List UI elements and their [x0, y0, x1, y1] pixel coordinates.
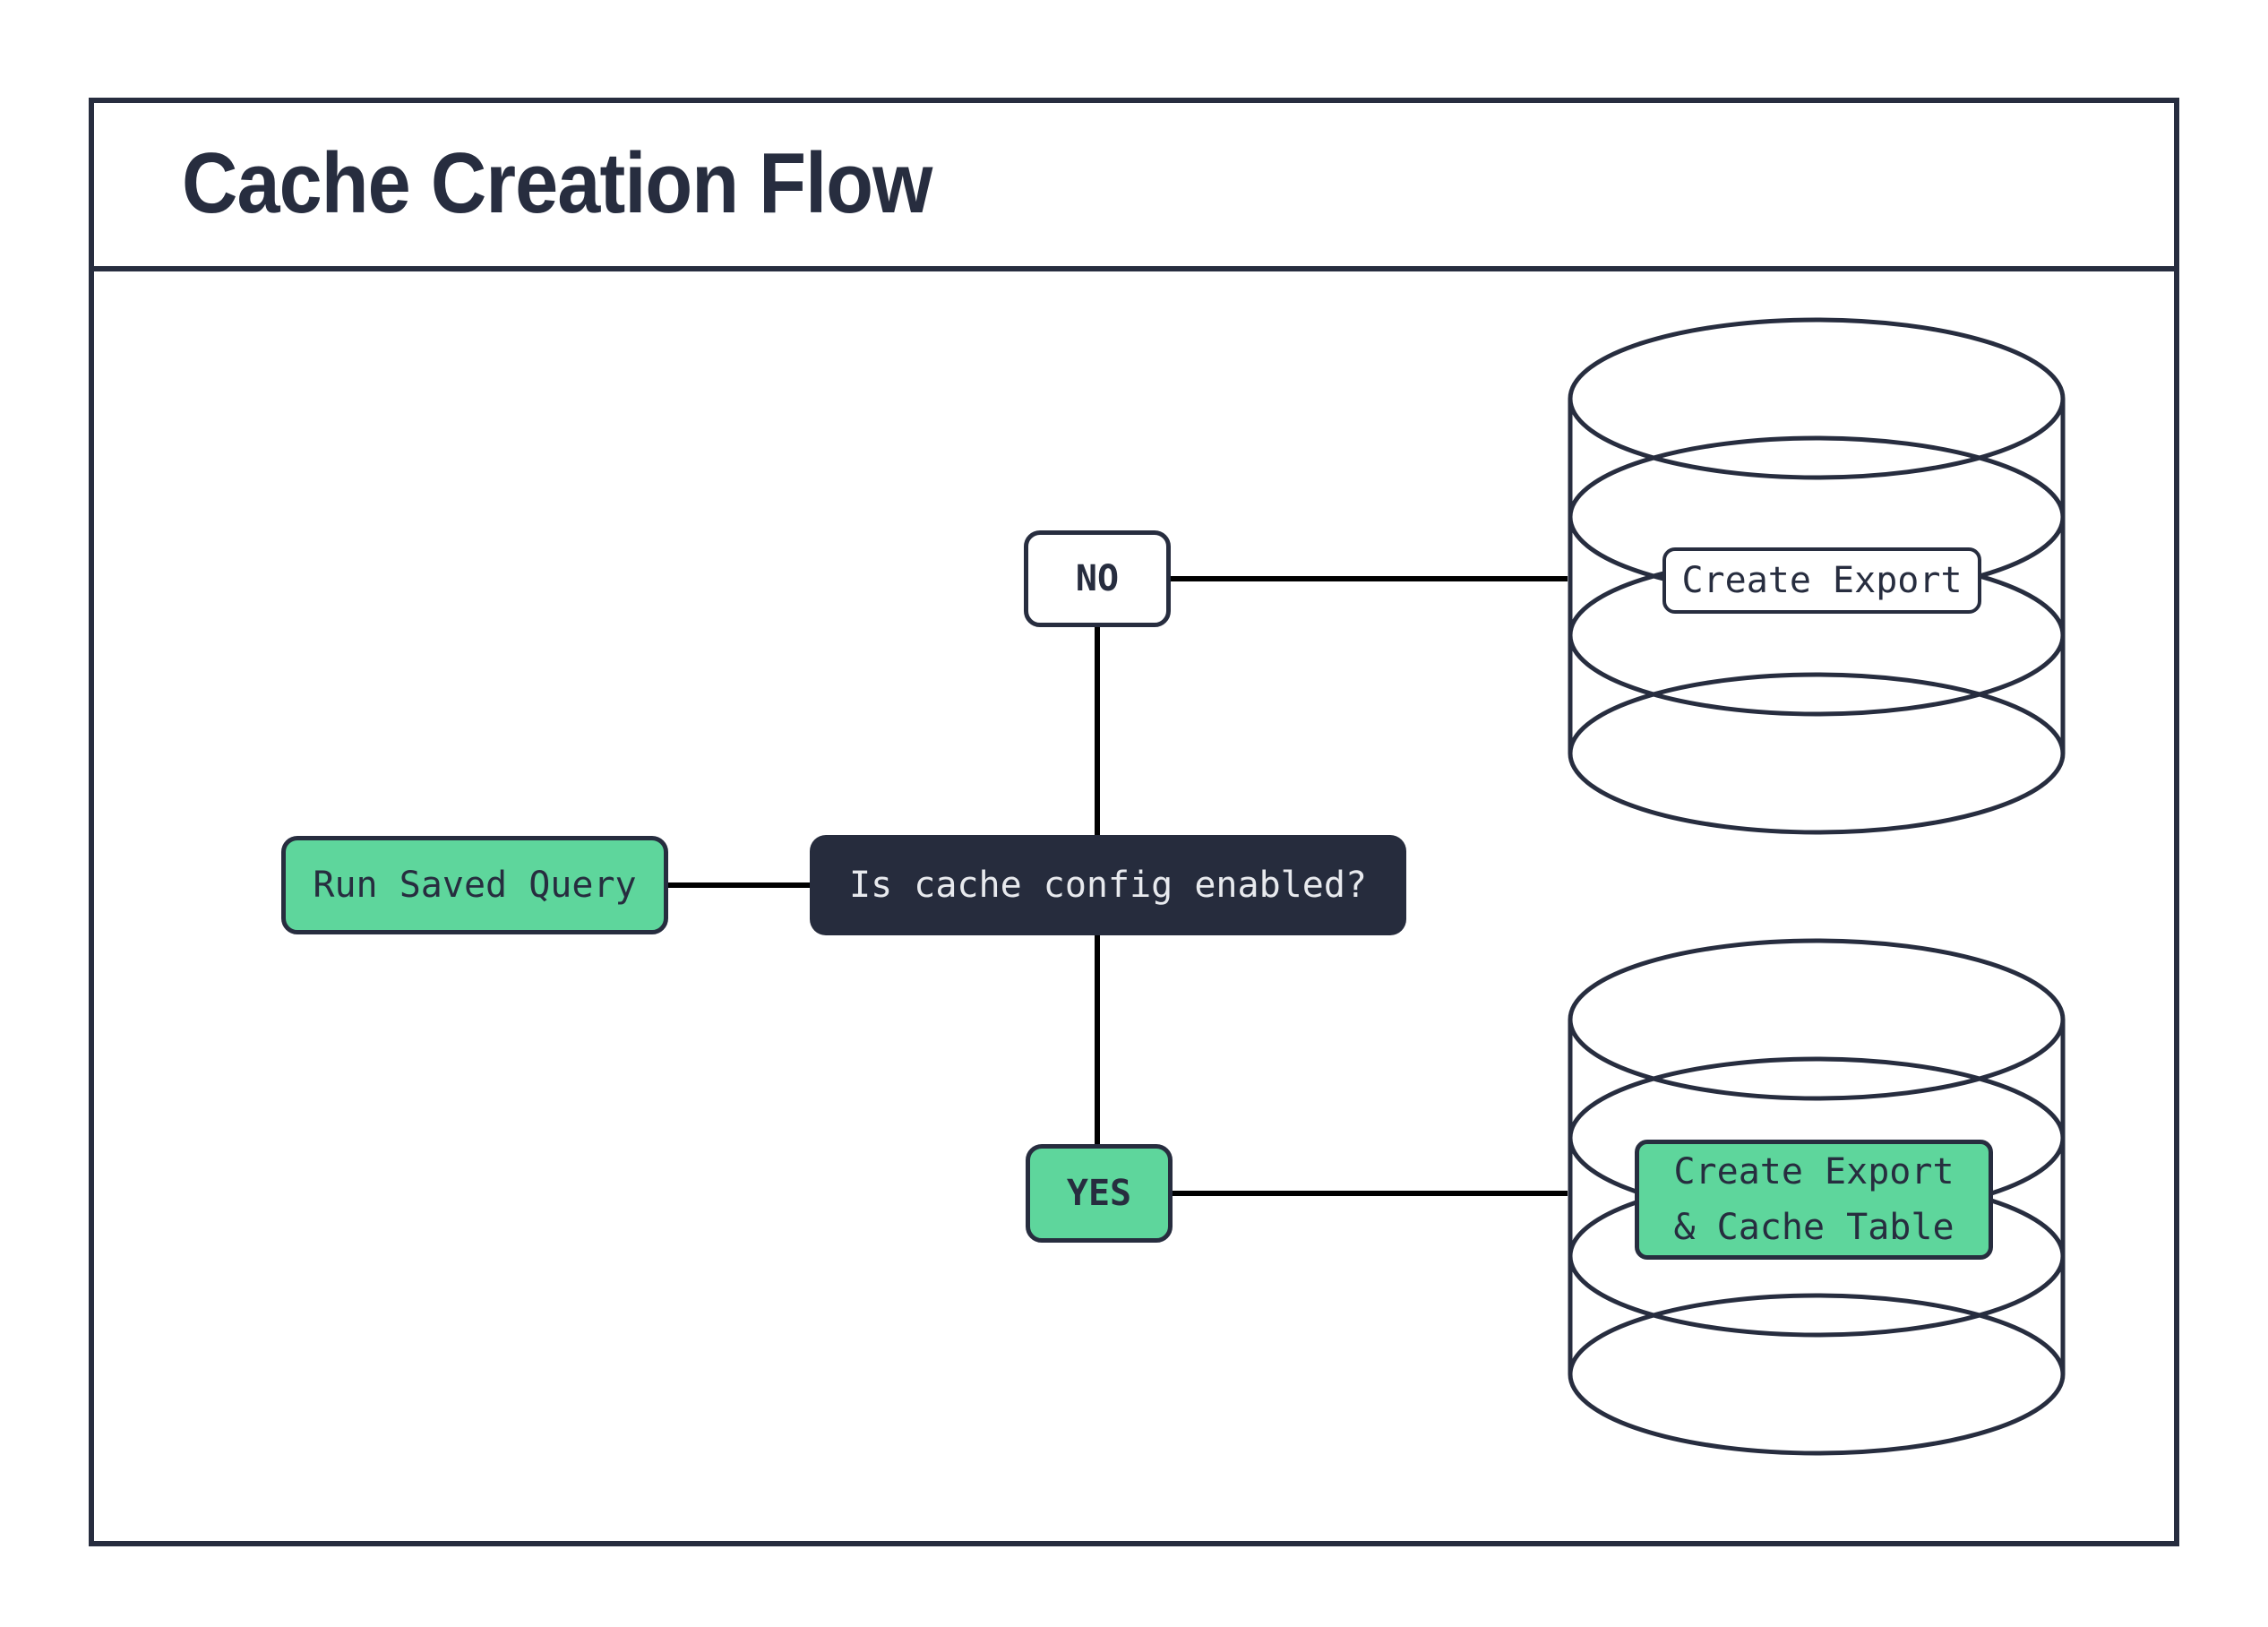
page-title: Cache Creation Flow [182, 135, 932, 231]
node-branch-no: NO [1024, 530, 1171, 627]
node-branch-yes-label: YES [1066, 1173, 1132, 1214]
connector-yes-to-cache-db [1172, 1191, 1568, 1196]
diagram-header: Cache Creation Flow [89, 98, 2179, 270]
node-question-label: Is cache config enabled? [849, 865, 1367, 906]
node-question-cache-config: Is cache config enabled? [810, 835, 1406, 935]
connector-start-to-question [668, 882, 810, 888]
label-create-export-cache-table: Create Export & Cache Table [1635, 1140, 1993, 1260]
label-create-export-cache-line1: Create Export [1673, 1151, 1954, 1192]
label-create-export-text: Create Export [1681, 560, 1963, 601]
diagram-frame [89, 98, 2179, 1546]
node-branch-yes: YES [1026, 1144, 1173, 1243]
node-run-saved-query: Run Saved Query [281, 836, 668, 934]
connector-no-to-question [1095, 627, 1100, 835]
connector-question-to-yes [1095, 934, 1100, 1144]
label-create-export: Create Export [1662, 547, 1981, 614]
header-divider [89, 266, 2179, 271]
node-branch-no-label: NO [1075, 558, 1120, 599]
label-create-export-cache-line2: & Cache Table [1673, 1207, 1954, 1248]
node-run-saved-query-label: Run Saved Query [313, 865, 637, 906]
connector-no-to-export-db [1170, 576, 1568, 581]
